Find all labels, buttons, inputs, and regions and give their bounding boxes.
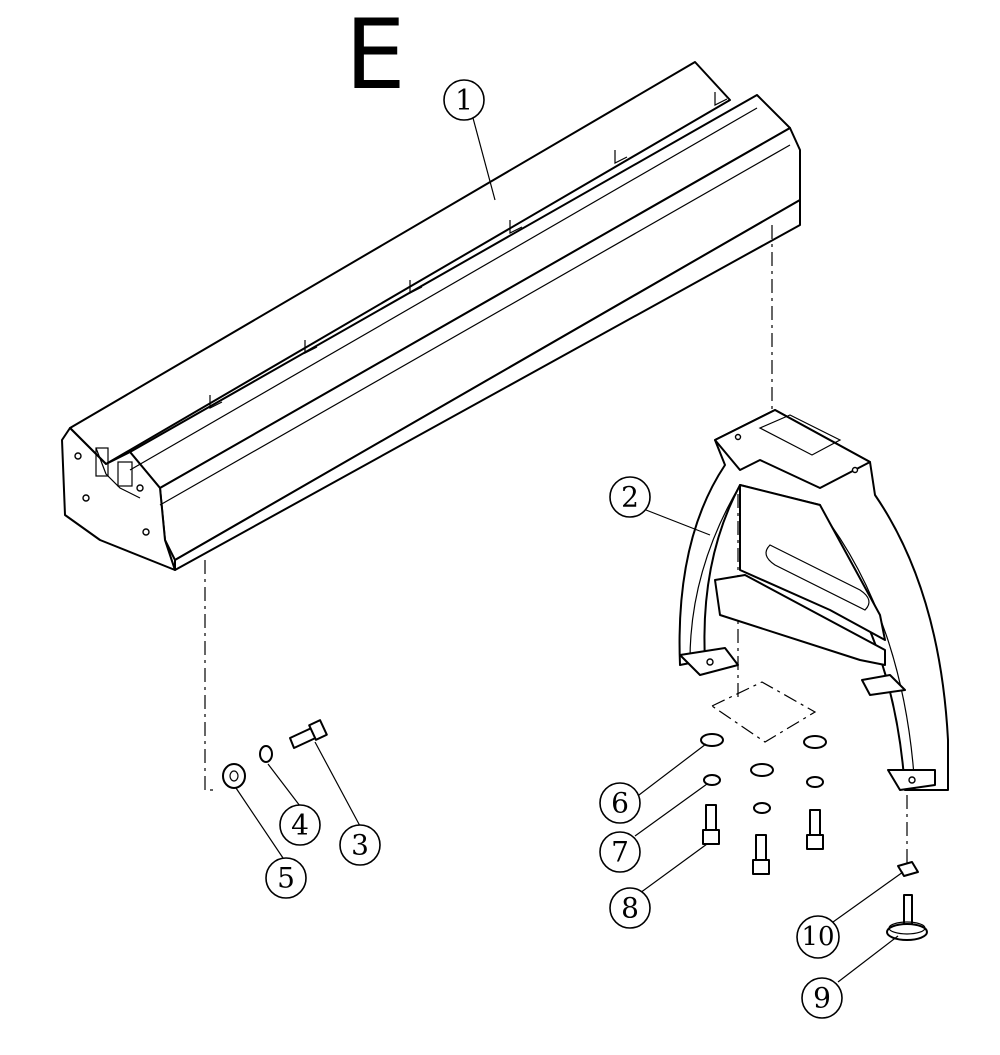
callout-2: 2 (609, 476, 651, 518)
callout-7: 7 (599, 831, 641, 873)
svg-text:10: 10 (801, 922, 834, 952)
stand-leg-part (678, 409, 949, 791)
callout-4: 4 (279, 804, 321, 846)
flat-washer-part (222, 763, 246, 789)
lock-washer-part (259, 745, 273, 763)
callout-9: 9 (801, 977, 843, 1019)
callout-1: 1 (443, 79, 485, 121)
svg-text:5: 5 (277, 862, 295, 895)
stand-washers-and-bolts (700, 733, 827, 875)
cap-screw-part (289, 719, 328, 749)
svg-text:4: 4 (291, 809, 309, 842)
svg-text:6: 6 (611, 787, 629, 820)
callout-6: 6 (599, 782, 641, 824)
svg-text:9: 9 (813, 982, 831, 1015)
svg-text:1: 1 (455, 84, 473, 117)
svg-text:8: 8 (621, 892, 639, 925)
callout-10: 10 (796, 915, 840, 959)
svg-text:3: 3 (351, 829, 369, 862)
callout-8: 8 (609, 887, 651, 929)
leader-lines (235, 117, 904, 983)
svg-text:2: 2 (621, 481, 639, 514)
callout-5: 5 (265, 857, 307, 899)
callout-3: 3 (339, 824, 381, 866)
lathe-bed-part (61, 61, 801, 571)
assembly-centerline-left (204, 560, 218, 791)
leveling-foot-assembly (886, 861, 928, 941)
bolt-pattern-outline (710, 681, 817, 743)
svg-text:7: 7 (611, 836, 629, 869)
section-letter: E (345, 0, 406, 111)
